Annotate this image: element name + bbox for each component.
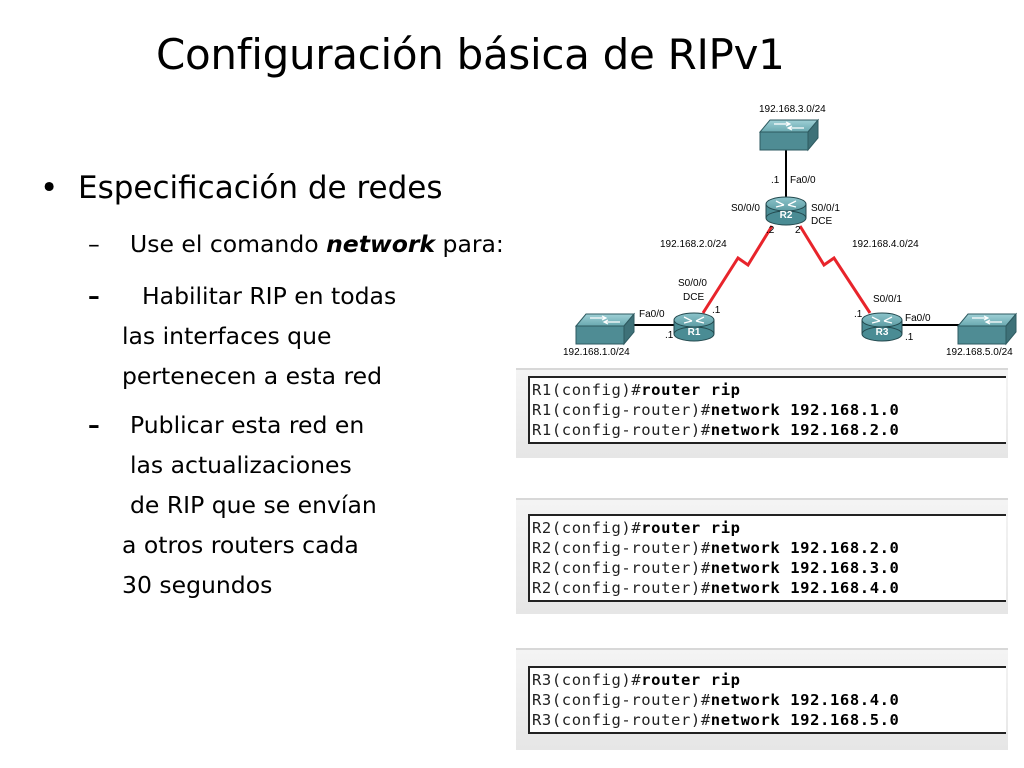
r2-serial-ip-left: .2 — [766, 225, 775, 236]
cli-line: R1(config-router)#network 192.168.2.0 — [532, 421, 900, 439]
cli-line: R3(config-router)#network 192.168.5.0 — [532, 711, 900, 729]
subitem-publicar-line4: a otros routers cada — [122, 531, 359, 559]
r2-fa-label: Fa0/0 — [790, 175, 816, 186]
bullet-text: Especificación de redes — [78, 170, 443, 206]
router-r2-icon: R2 — [765, 196, 807, 226]
r3-fa-label: Fa0/0 — [905, 313, 931, 324]
r2-dce-label: DCE — [811, 216, 832, 227]
subitem-text: Use el comando — [130, 230, 327, 258]
subitem-habilitar-line2: las interfaces que — [122, 322, 332, 350]
subitem-line: Habilitar RIP en todas — [142, 282, 397, 310]
subitem-network-command: – Use el comando network para: — [88, 224, 504, 264]
cli-panel-r2: R2(config)#router rip R2(config-router)#… — [516, 498, 1008, 614]
network-label-192-168-2-0: 192.168.2.0/24 — [660, 239, 727, 250]
bullet-especificacion: • Especificación de redes — [40, 170, 442, 206]
cli-line: R1(config)#router rip — [532, 381, 741, 399]
r2-serial-ip-right: 2 — [795, 225, 801, 236]
switch-icon — [956, 312, 1018, 346]
r2-lan-ip-label: .1 — [771, 175, 780, 186]
cli-line: R1(config-router)#network 192.168.1.0 — [532, 401, 900, 419]
cli-line: R3(config)#router rip — [532, 671, 741, 689]
r1-dce-label: DCE — [683, 292, 704, 303]
cli-panel-r1: R1(config)#router rip R1(config-router)#… — [516, 368, 1008, 458]
cli-panel-r3: R3(config)#router rip R3(config-router)#… — [516, 648, 1008, 750]
r3-serial-ip: .1 — [854, 309, 863, 320]
dash-marker: – — [88, 282, 100, 310]
switch-icon — [758, 118, 820, 152]
r1-fa-label: Fa0/0 — [639, 309, 665, 320]
switch-icon — [574, 312, 636, 346]
subitem-line: Publicar esta red en — [130, 411, 365, 439]
r2-s000-label: S0/0/0 — [731, 203, 760, 214]
r1-s000-label: S0/0/0 — [678, 278, 707, 289]
dash-marker: – — [88, 230, 100, 258]
r1-serial-ip: .1 — [712, 305, 721, 316]
cli-line: R3(config-router)#network 192.168.4.0 — [532, 691, 900, 709]
router-r3-icon: R3 — [861, 312, 903, 342]
cli-line: R2(config)#router rip — [532, 519, 741, 537]
dash-marker: – — [88, 411, 100, 439]
r2-s001-label: S0/0/1 — [811, 203, 840, 214]
subitem-publicar-line3: de RIP que se envían — [130, 491, 377, 519]
subitem-publicar: – Publicar esta red en — [88, 405, 364, 445]
network-label-192-168-4-0: 192.168.4.0/24 — [852, 239, 919, 250]
r3-s001-label: S0/0/1 — [873, 294, 902, 305]
subitem-text-end: para: — [435, 230, 504, 258]
router-r2-label: R2 — [780, 210, 793, 221]
router-r1-icon: R1 — [673, 312, 715, 342]
slide-title: Configuración básica de RIPv1 — [156, 30, 785, 79]
bullet-dot: • — [40, 170, 59, 206]
serial-link-r2-r3 — [798, 225, 872, 314]
r1-lan-ip: .1 — [665, 330, 674, 341]
subitem-habilitar-line3: pertenecen a esta red — [122, 362, 382, 390]
network-keyword: network — [326, 230, 436, 258]
network-label-192-168-1-0: 192.168.1.0/24 — [563, 347, 630, 358]
serial-link-r1-r2 — [701, 225, 774, 314]
cli-box-r2: R2(config)#router rip R2(config-router)#… — [528, 514, 1006, 602]
subitem-publicar-line5: 30 segundos — [122, 571, 273, 599]
cli-box-r3: R3(config)#router rip R3(config-router)#… — [528, 666, 1006, 734]
subitem-habilitar: – Habilitar RIP en todas — [88, 276, 396, 316]
cli-box-r1: R1(config)#router rip R1(config-router)#… — [528, 376, 1006, 444]
r3-lan-ip: .1 — [905, 332, 914, 343]
cli-line: R2(config-router)#network 192.168.3.0 — [532, 559, 900, 577]
cli-line: R2(config-router)#network 192.168.2.0 — [532, 539, 900, 557]
cli-line: R2(config-router)#network 192.168.4.0 — [532, 579, 900, 597]
router-r3-label: R3 — [876, 327, 889, 338]
router-r1-label: R1 — [688, 327, 701, 338]
network-label-192-168-3-0: 192.168.3.0/24 — [759, 104, 826, 115]
network-label-192-168-5-0: 192.168.5.0/24 — [946, 347, 1013, 358]
subitem-publicar-line2: las actualizaciones — [130, 451, 352, 479]
